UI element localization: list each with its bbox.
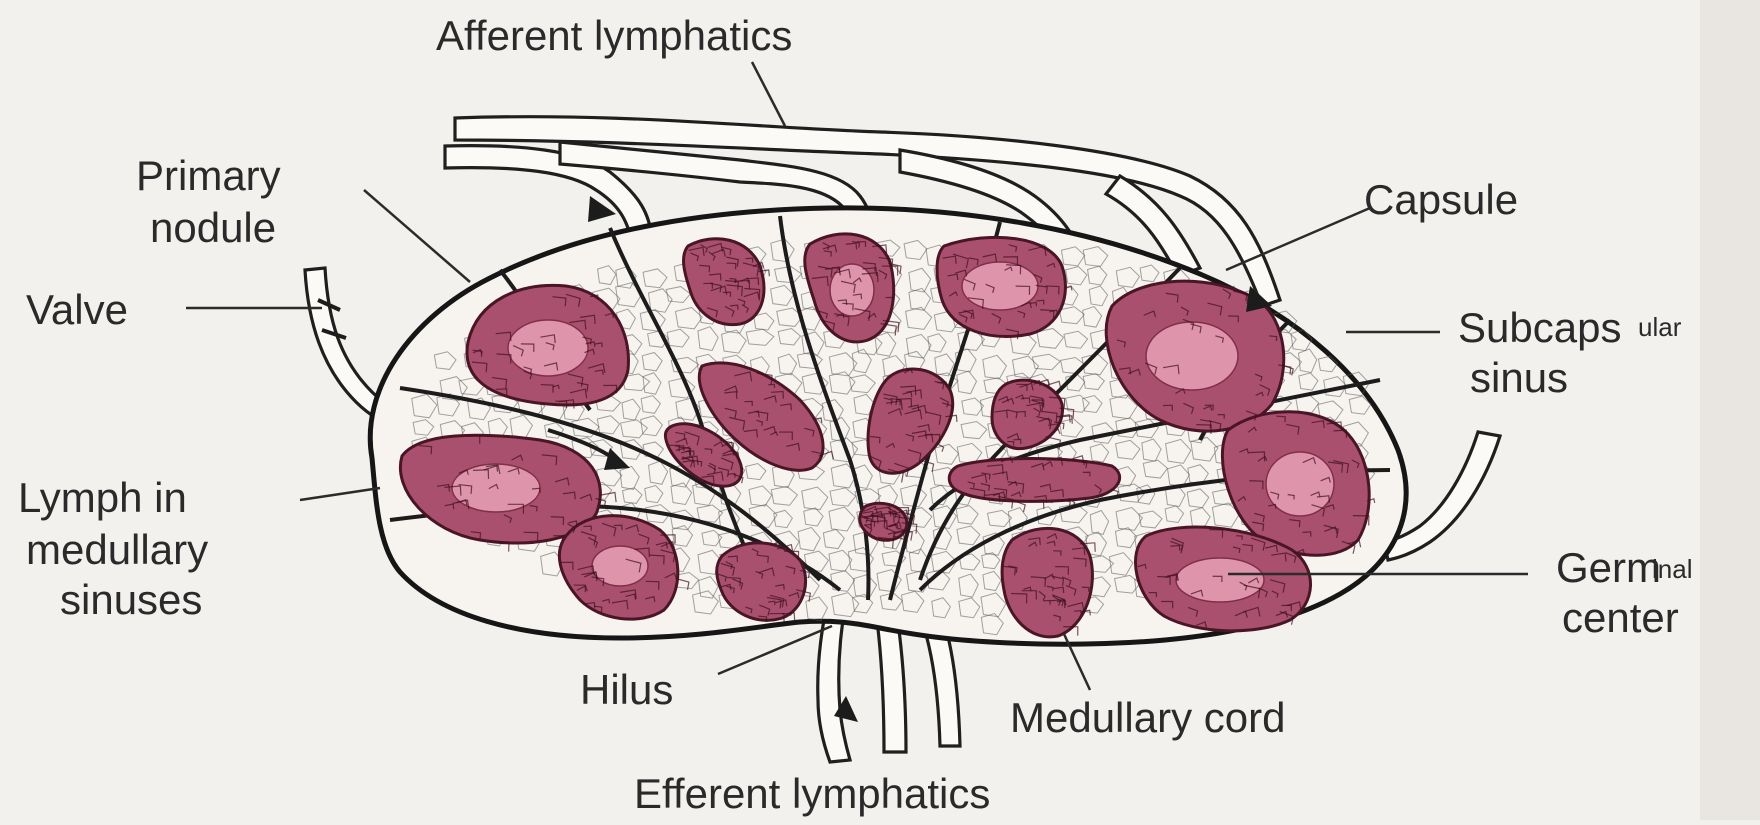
label-germinal-2: center — [1562, 594, 1679, 641]
label-primary-nodule-2: nodule — [150, 204, 276, 251]
label-primary-nodule-1: Primary — [136, 152, 281, 199]
label-lymph-1: Lymph in — [18, 474, 187, 521]
label-germinal-1a: Germ — [1556, 544, 1661, 591]
germinal-center-4 — [452, 464, 540, 512]
medullary-cord-5 — [949, 459, 1119, 502]
germinal-center-1 — [508, 320, 588, 376]
label-medullary-cord: Medullary cord — [1010, 694, 1285, 741]
scan-edge — [1700, 0, 1760, 820]
label-efferent-lymphatics: Efferent lymphatics — [634, 770, 990, 817]
label-afferent-lymphatics: Afferent lymphatics — [436, 12, 792, 59]
label-germinal-1b: inal — [1652, 554, 1692, 584]
label-valve: Valve — [26, 286, 128, 333]
germinal-center-8 — [592, 546, 648, 586]
label-lymph-3: sinuses — [60, 576, 202, 623]
leader-afferent — [752, 62, 785, 126]
germinal-center-6 — [1176, 558, 1264, 602]
label-capsule: Capsule — [1364, 176, 1518, 223]
leader-lymph — [300, 488, 380, 500]
germinal-center-7 — [830, 264, 874, 316]
label-subcapsular-2: sinus — [1470, 354, 1568, 401]
label-hilus: Hilus — [580, 666, 673, 713]
germinal-center-2 — [1146, 322, 1238, 390]
leader-primary-nodule — [364, 190, 470, 282]
leader-hilus — [718, 626, 832, 674]
label-lymph-2: medullary — [26, 526, 208, 573]
label-subcapsular-1a: Subcaps — [1458, 304, 1621, 351]
label-subcapsular-1b: ular — [1638, 312, 1682, 342]
